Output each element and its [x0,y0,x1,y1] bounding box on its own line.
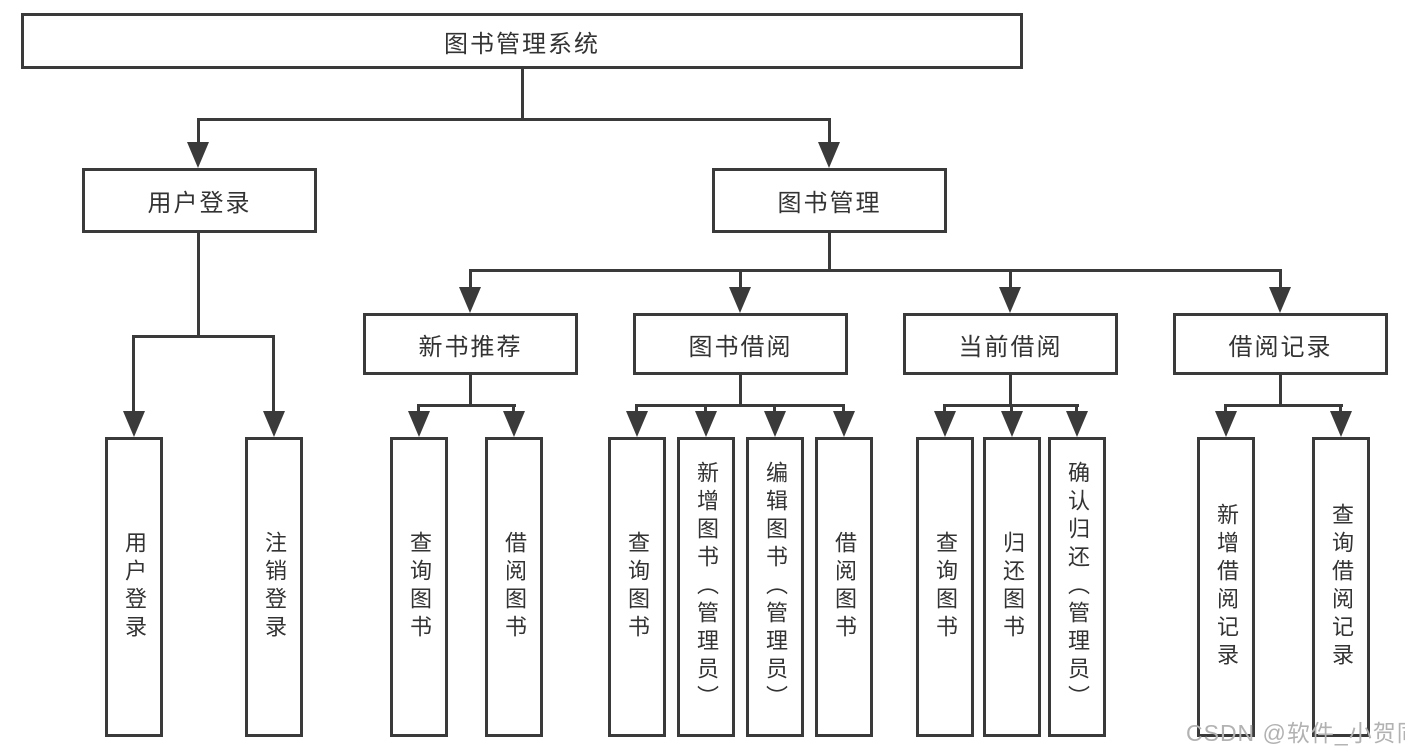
connector-line [704,407,707,413]
leaf-user-login: 用户登录 [105,437,163,737]
connector-line [828,120,831,144]
connector-line [132,338,135,412]
arrow-down-icon [263,411,285,437]
connector-line [828,233,831,271]
connector-line [1339,407,1342,413]
leaf-add-book-admin: 新增图书（管理员） [677,437,735,737]
connector-line [197,120,200,144]
leaf-confirm-return-admin: 确认归还（管理员） [1048,437,1106,737]
arrow-down-icon [729,287,751,313]
arrow-down-icon [999,287,1021,313]
leaf-edit-book-admin: 编辑图书（管理员） [746,437,804,737]
arrow-down-icon [1215,411,1237,437]
leaf-add-borrow-record: 新增借阅记录 [1197,437,1255,737]
connector-line [1009,272,1012,289]
arrow-down-icon [1066,411,1088,437]
connector-line [943,404,1079,407]
leaf-query-books-recommend: 查询图书 [390,437,448,737]
node-library-management-system: 图书管理系统 [21,13,1023,69]
arrow-down-icon [1269,287,1291,313]
connector-line [773,407,776,413]
arrow-down-icon [1330,411,1352,437]
connector-line [197,233,200,337]
arrow-down-icon [833,411,855,437]
connector-line [197,118,831,121]
arrow-down-icon [503,411,525,437]
node-book-borrowing: 图书借阅 [633,313,848,375]
connector-line [842,407,845,413]
connector-line [635,407,638,413]
connector-line [1075,407,1078,413]
connector-line [1009,375,1012,406]
connector-line [469,272,472,289]
connector-line [521,68,524,121]
leaf-borrow-books: 借阅图书 [815,437,873,737]
arrow-down-icon [934,411,956,437]
arrow-down-icon [123,411,145,437]
connector-line [1224,407,1227,413]
connector-line [469,375,472,406]
connector-line [1279,272,1282,289]
node-borrowing-records: 借阅记录 [1173,313,1388,375]
connector-line [635,404,845,407]
connector-line [512,407,515,413]
connector-line [739,375,742,406]
connector-line [272,338,275,412]
connector-line [1224,404,1343,407]
arrow-down-icon [818,142,840,168]
connector-line [417,404,516,407]
connector-line [1279,375,1282,406]
connector-line [739,272,742,289]
arrow-down-icon [408,411,430,437]
connector-line [943,407,946,413]
arrow-down-icon [1001,411,1023,437]
arrow-down-icon [626,411,648,437]
arrow-down-icon [764,411,786,437]
csdn-watermark: CSDN @软件_小贺同学 [1186,720,1405,746]
arrow-down-icon [459,287,481,313]
arrow-down-icon [187,142,209,168]
node-user-login: 用户登录 [82,168,317,233]
arrow-down-icon [695,411,717,437]
leaf-query-borrow-record: 查询借阅记录 [1312,437,1370,737]
connector-line [417,407,420,413]
node-book-management: 图书管理 [712,168,947,233]
connector-line [1010,407,1013,413]
leaf-return-book: 归还图书 [983,437,1041,737]
leaf-query-books-current: 查询图书 [916,437,974,737]
node-new-book-recommend: 新书推荐 [363,313,578,375]
connector-line [132,335,275,338]
node-current-borrowing: 当前借阅 [903,313,1118,375]
leaf-borrow-books-recommend: 借阅图书 [485,437,543,737]
connector-line [469,269,1282,272]
leaf-logout: 注销登录 [245,437,303,737]
leaf-query-books-borrowing: 查询图书 [608,437,666,737]
